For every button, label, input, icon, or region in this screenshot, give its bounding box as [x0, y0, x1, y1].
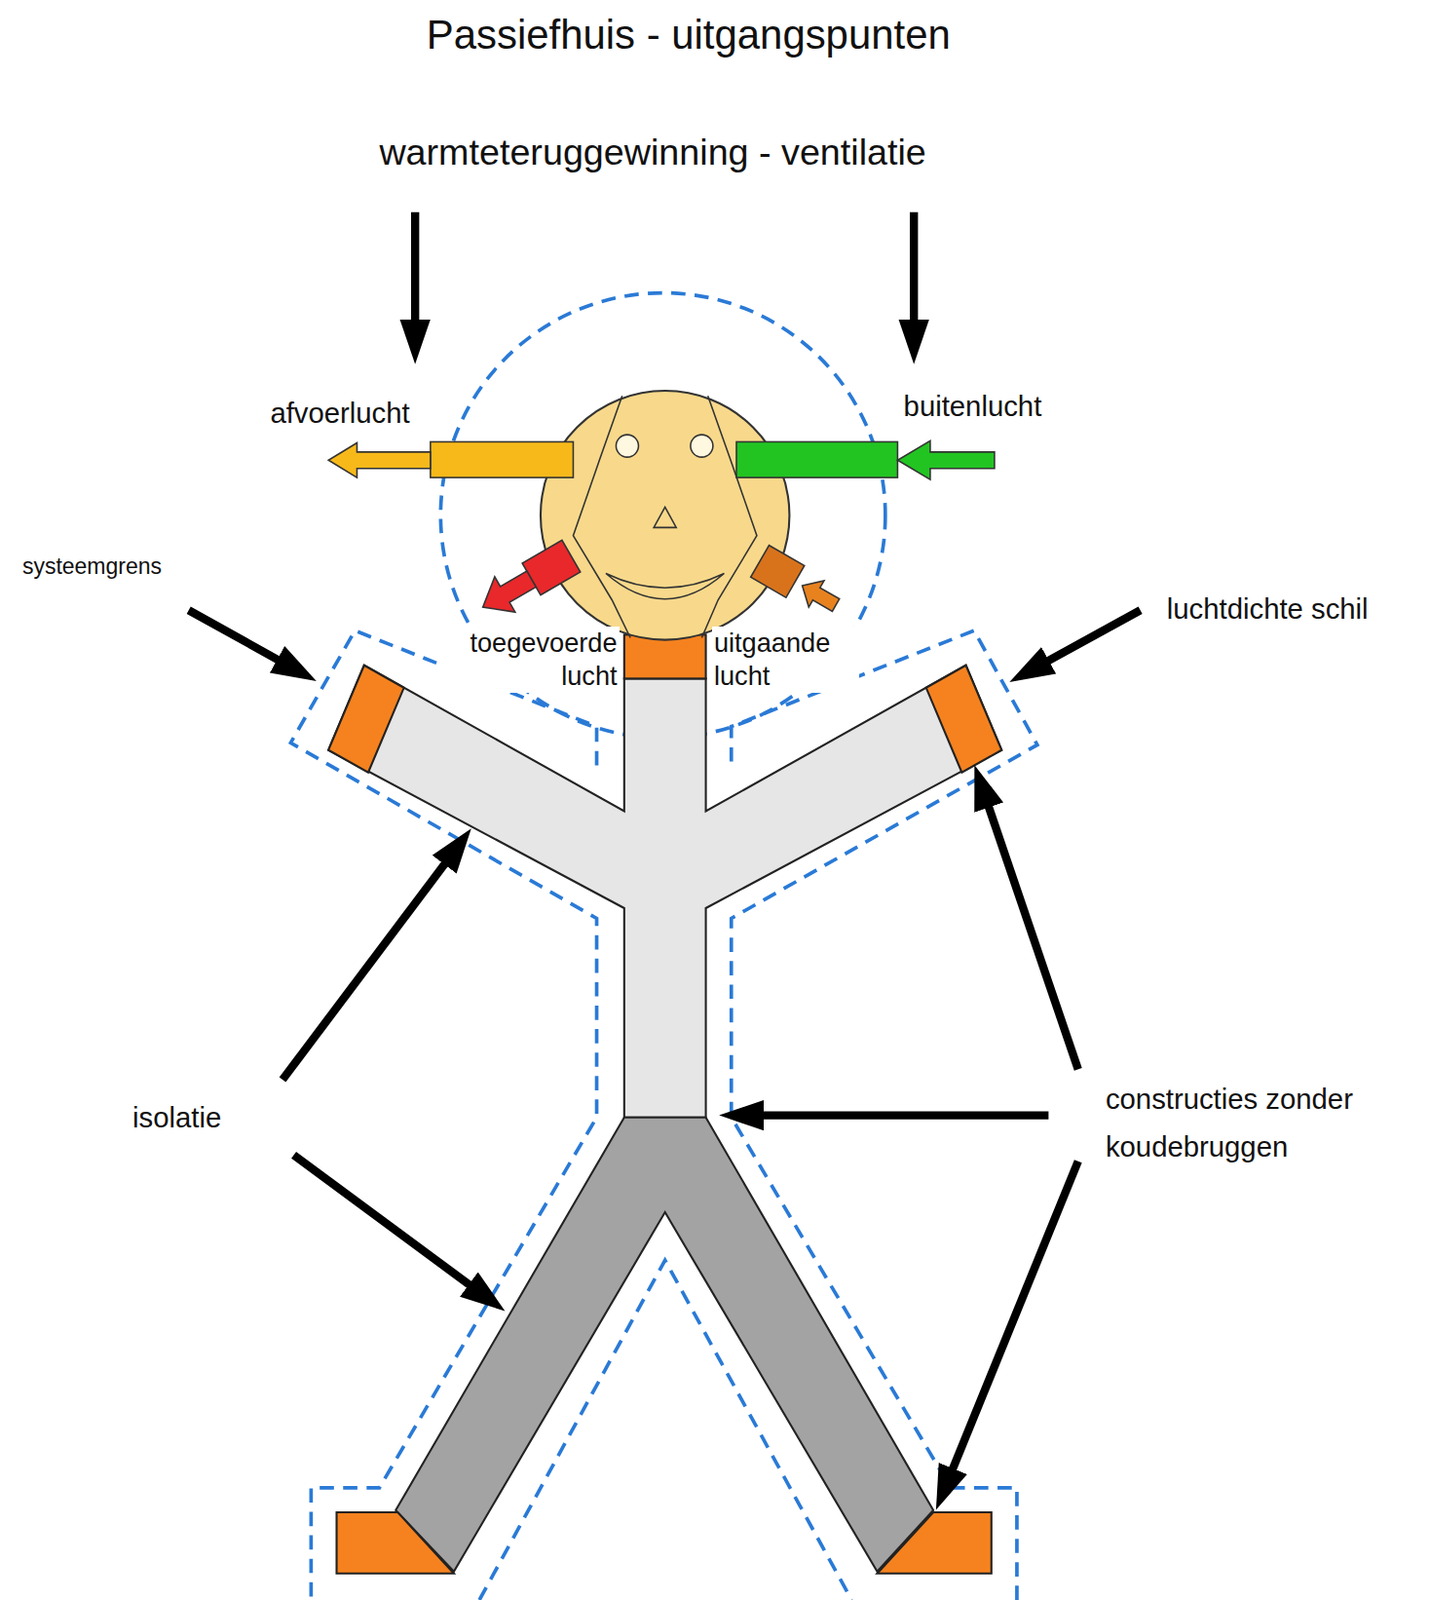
left-hand [328, 665, 404, 773]
callout-arrow [282, 852, 453, 1079]
supply-air-arrow [472, 538, 582, 626]
callout-label: constructies zonder koudebruggen [1103, 1074, 1414, 1172]
callout-label: isolatie [130, 1099, 224, 1134]
callout-arrow [411, 212, 419, 335]
callout-arrow [294, 1154, 482, 1292]
head [540, 390, 790, 640]
outdoor-duct [736, 441, 898, 478]
extract-duct [751, 545, 805, 599]
right-hand [926, 665, 1002, 773]
torso-arms [328, 665, 1002, 1118]
callout-arrow [909, 212, 918, 335]
face-lines [572, 395, 756, 638]
extract-air-arrow [751, 545, 846, 622]
supply-arrowhead [472, 561, 542, 625]
callout-arrow [1036, 609, 1141, 668]
callout-label: luchtdichte schil [1165, 591, 1371, 626]
system-boundary [290, 293, 1037, 1600]
callout-label: systeemgrens [20, 553, 164, 581]
extract-arrowhead [794, 571, 844, 618]
exhaust-arrowhead [328, 442, 431, 478]
air-label: afvoerlucht [267, 395, 412, 430]
title: Passiefhuis - uitgangspunten [424, 10, 953, 60]
nose [653, 506, 677, 527]
section-heading: warmteteruggewinning - ventilatie [376, 130, 928, 175]
right-foot [876, 1511, 991, 1574]
callout-arrow [188, 609, 291, 667]
legs [395, 1117, 934, 1572]
boundary-circle [440, 293, 886, 739]
smile [605, 573, 724, 600]
left-eye [615, 434, 639, 457]
right-eye [690, 434, 714, 457]
left-foot [337, 1511, 454, 1574]
outdoor-arrowhead [897, 440, 994, 480]
air-label: uitgaande lucht [712, 626, 860, 693]
neck [624, 634, 707, 678]
air-label: buitenlucht [902, 388, 1045, 423]
outdoor-air-arrow [736, 440, 995, 480]
callout-arrow [947, 1161, 1079, 1482]
callout-arrows [188, 212, 1141, 1482]
callout-arrow [750, 1110, 1050, 1119]
air-label: toegevoerde lucht [442, 626, 620, 693]
exhaust-air-arrow [328, 441, 573, 478]
callout-arrow [983, 793, 1078, 1070]
exhaust-duct [430, 441, 574, 478]
